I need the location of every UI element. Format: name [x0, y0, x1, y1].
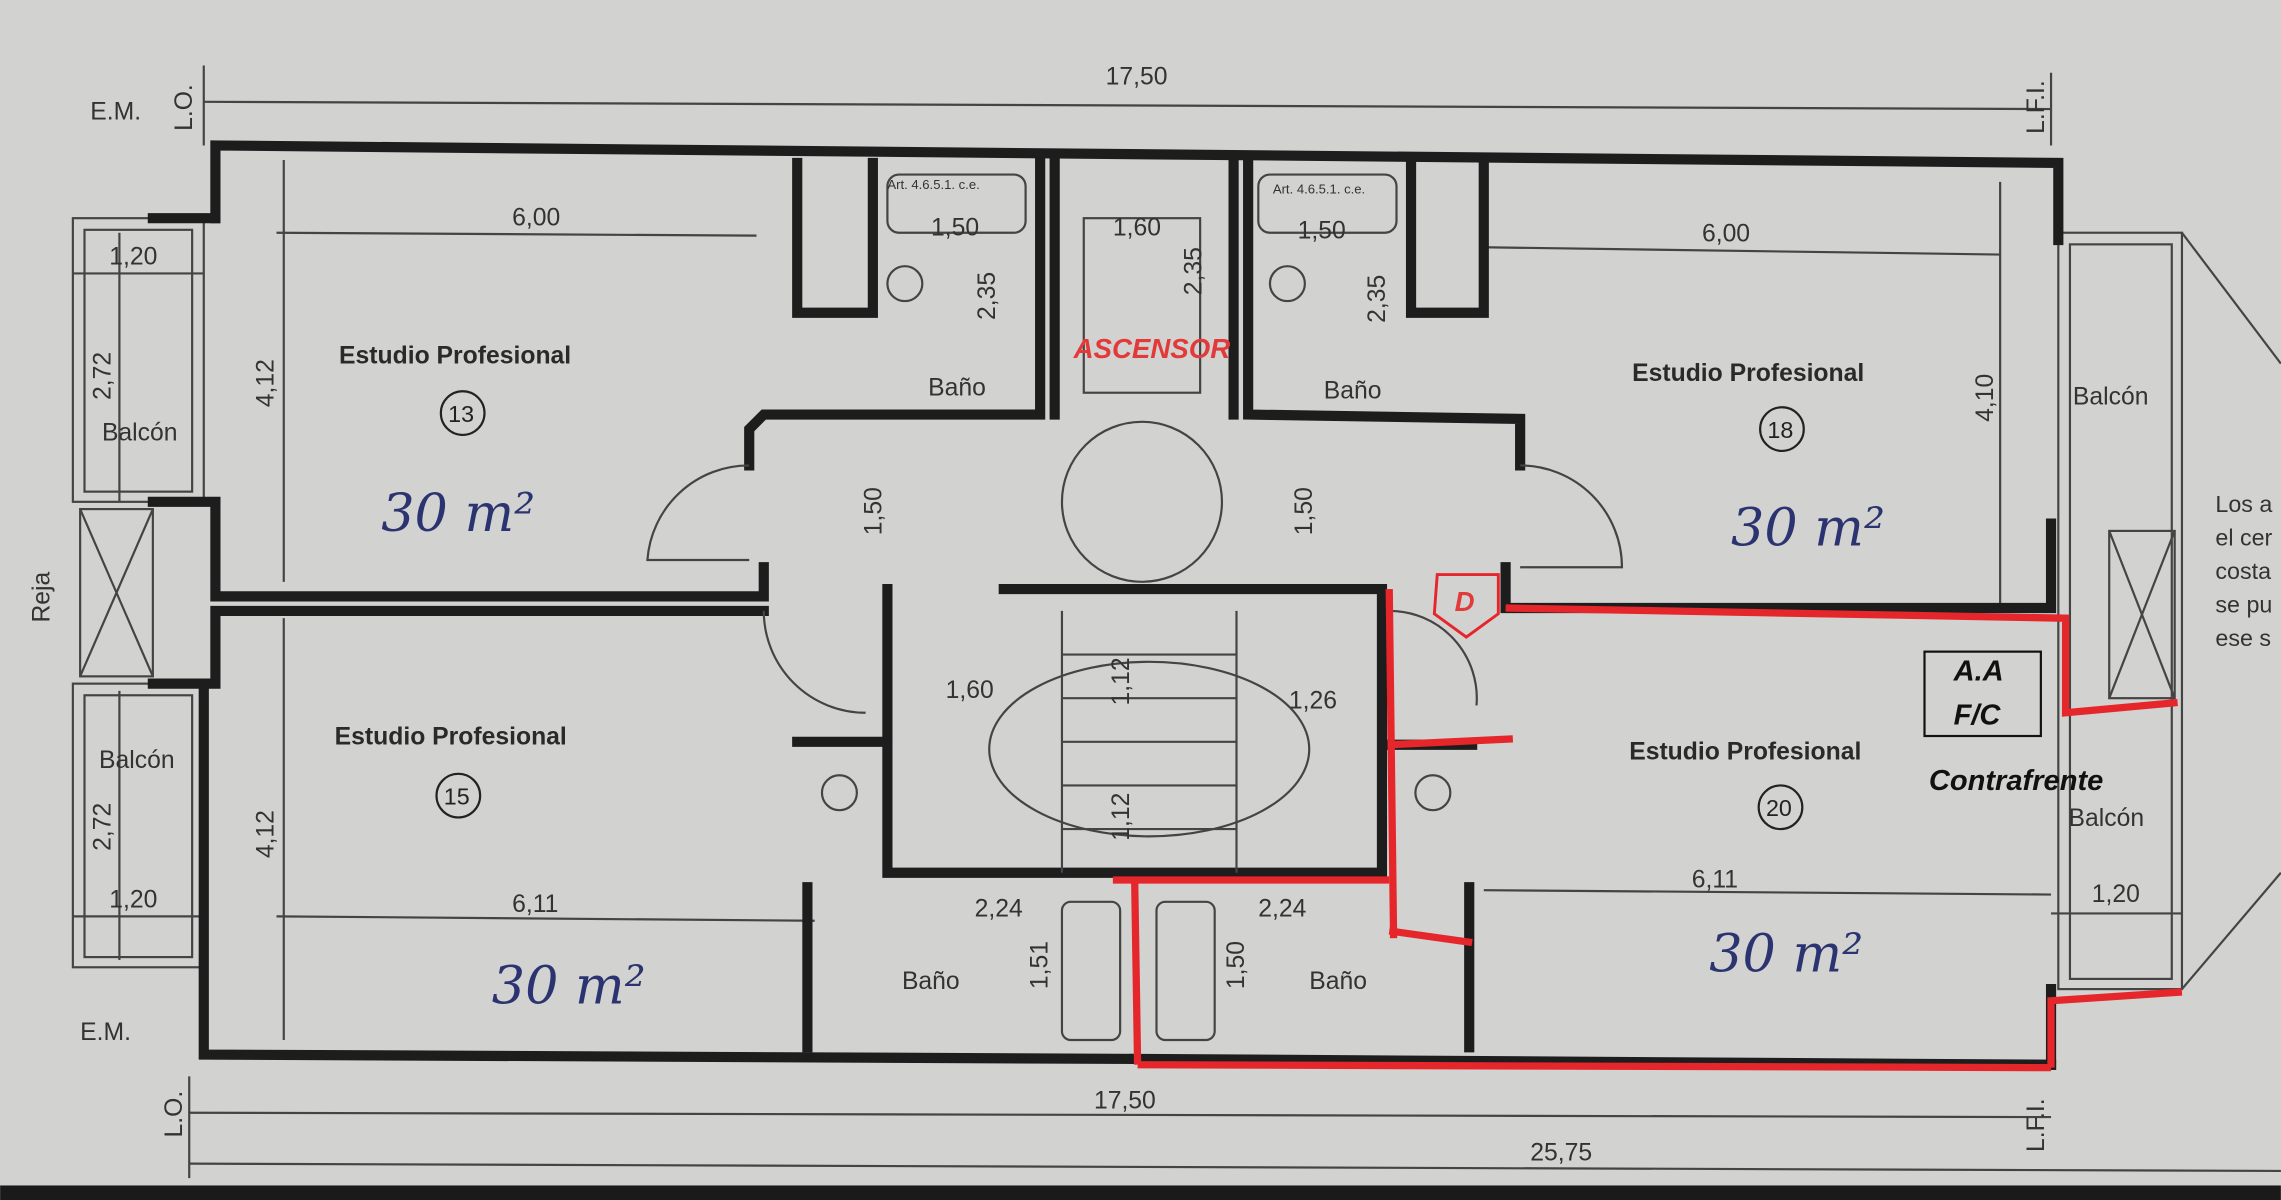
balcony-label: Balcón	[2069, 805, 2145, 832]
room-number: 18	[1767, 417, 1793, 443]
room-area-handwritten: 30 m²	[1731, 497, 1885, 558]
dimension-labels: 17,50 17,50 25,75 6,00 6,00 6,11 6,11 1,…	[90, 63, 2140, 1166]
highlighted-unit-outline	[1112, 589, 2183, 1072]
room-number: 15	[444, 783, 470, 809]
dim-total-top: 17,50	[1106, 63, 1168, 90]
dim-bath-bl-depth: 1,51	[1026, 941, 1053, 989]
dim-bath-tr-width: 1,50	[1298, 218, 1346, 245]
marker-lfi-bottom: L.F.I.	[2023, 1098, 2050, 1152]
dim-elevator-depth: 2,35	[1181, 247, 1208, 295]
room-18: Estudio Profesional 18 30 m²	[1632, 360, 1885, 558]
side-note-line: ese s	[2215, 625, 2271, 651]
dim-bath-bl-width: 2,24	[1258, 895, 1306, 922]
side-note-line: se pu	[2215, 591, 2272, 617]
bath-label: Baño	[1309, 968, 1367, 995]
elevator-label: ASCENSOR	[1073, 333, 1231, 364]
dim-balcony-lb-depth: 2,72	[90, 803, 117, 851]
dim-stair-left: 1,60	[946, 677, 994, 704]
bath-label: Baño	[1324, 378, 1382, 405]
dim-balcony-lb-width: 1,20	[109, 887, 157, 914]
side-note: Los a el cer costa se pu ese s	[2215, 491, 2272, 651]
dim-balcony-lt-width: 1,20	[109, 244, 157, 271]
dim-room15-depth: 4,12	[253, 810, 280, 858]
dim-room20-width: 6,11	[1692, 866, 1738, 893]
room-area-handwritten: 30 m²	[1709, 924, 1863, 985]
room-number: 13	[448, 401, 474, 427]
dim-bath-br-width: 2,24	[975, 895, 1023, 922]
room-label: Estudio Profesional	[1632, 360, 1864, 387]
entry-marker: D	[1455, 586, 1475, 617]
balconies	[71, 217, 2281, 991]
annotation-aa: A.A	[1953, 656, 2004, 688]
dim-room18-depth: 4,10	[1972, 374, 1999, 422]
dim-bath-tr-depth: 2,35	[1364, 275, 1391, 323]
marker-reja: Reja	[29, 571, 56, 622]
fixtures	[646, 173, 1624, 1042]
dim-room13-width: 6,00	[512, 204, 560, 231]
dim-stair-lower: 1,12	[1108, 793, 1135, 841]
dim-balcony-lt-depth: 2,72	[90, 352, 117, 400]
room-label: Estudio Profesional	[335, 724, 567, 751]
bath-label: Baño	[902, 968, 960, 995]
balcony-label: Balcón	[102, 420, 178, 447]
marker-lo-bottom: L.O.	[161, 1091, 188, 1138]
balcony-label: Balcón	[2073, 383, 2149, 410]
dim-bath-br-depth: 1,50	[1223, 941, 1250, 989]
art-label: Art. 4.6.5.1. c.e.	[1273, 181, 1365, 196]
dimension-lines	[72, 65, 2281, 1179]
entry-arrow-icon	[1432, 573, 1500, 639]
dim-hall-right: 1,50	[1291, 487, 1318, 535]
annotation-fc: F/C	[1954, 699, 2002, 731]
side-note-line: costa	[2215, 558, 2271, 584]
walls	[147, 140, 2064, 1070]
dim-hall-left: 1,50	[861, 487, 888, 535]
art-label: Art. 4.6.5.1. c.e.	[887, 177, 979, 192]
dim-elevator-width: 1,60	[1113, 215, 1161, 242]
bath-label: Baño	[928, 375, 986, 402]
dim-stair-upper: 1,12	[1108, 657, 1135, 705]
dim-room18-width: 6,00	[1702, 220, 1750, 247]
room-13: Estudio Profesional 13 30 m²	[339, 343, 571, 544]
dim-total-overall: 25,75	[1530, 1140, 1592, 1167]
dim-room13-depth: 4,12	[253, 359, 280, 407]
balcony-label: Balcón	[99, 747, 175, 774]
dim-room15-width: 6,11	[512, 891, 558, 918]
side-note-line: el cer	[2215, 524, 2272, 550]
dim-bath-tl-width: 1,50	[931, 215, 979, 242]
room-number: 20	[1766, 795, 1792, 821]
room-label: Estudio Profesional	[339, 343, 571, 370]
room-area-handwritten: 30 m²	[492, 956, 646, 1017]
annotation-contrafrente: Contrafrente	[1929, 765, 2103, 797]
dim-balcony-right-width: 1,20	[2092, 881, 2140, 908]
marker-em-top: E.M.	[90, 98, 141, 125]
marker-lfi-top: L.F.I.	[2023, 80, 2050, 134]
marker-lo-top: L.O.	[171, 84, 198, 131]
marker-em-bottom: E.M.	[80, 1019, 131, 1046]
room-area-handwritten: 30 m²	[381, 483, 535, 544]
room-label: Estudio Profesional	[1629, 738, 1861, 765]
room-15: Estudio Profesional 15 30 m²	[335, 724, 646, 1017]
dim-bath-tl-depth: 2,35	[974, 272, 1001, 320]
dim-stair-right: 1,26	[1289, 687, 1337, 714]
side-note-line: Los a	[2215, 491, 2272, 517]
dim-total-bottom: 17,50	[1094, 1087, 1156, 1114]
room-20: Estudio Profesional 20 30 m²	[1629, 738, 1863, 984]
